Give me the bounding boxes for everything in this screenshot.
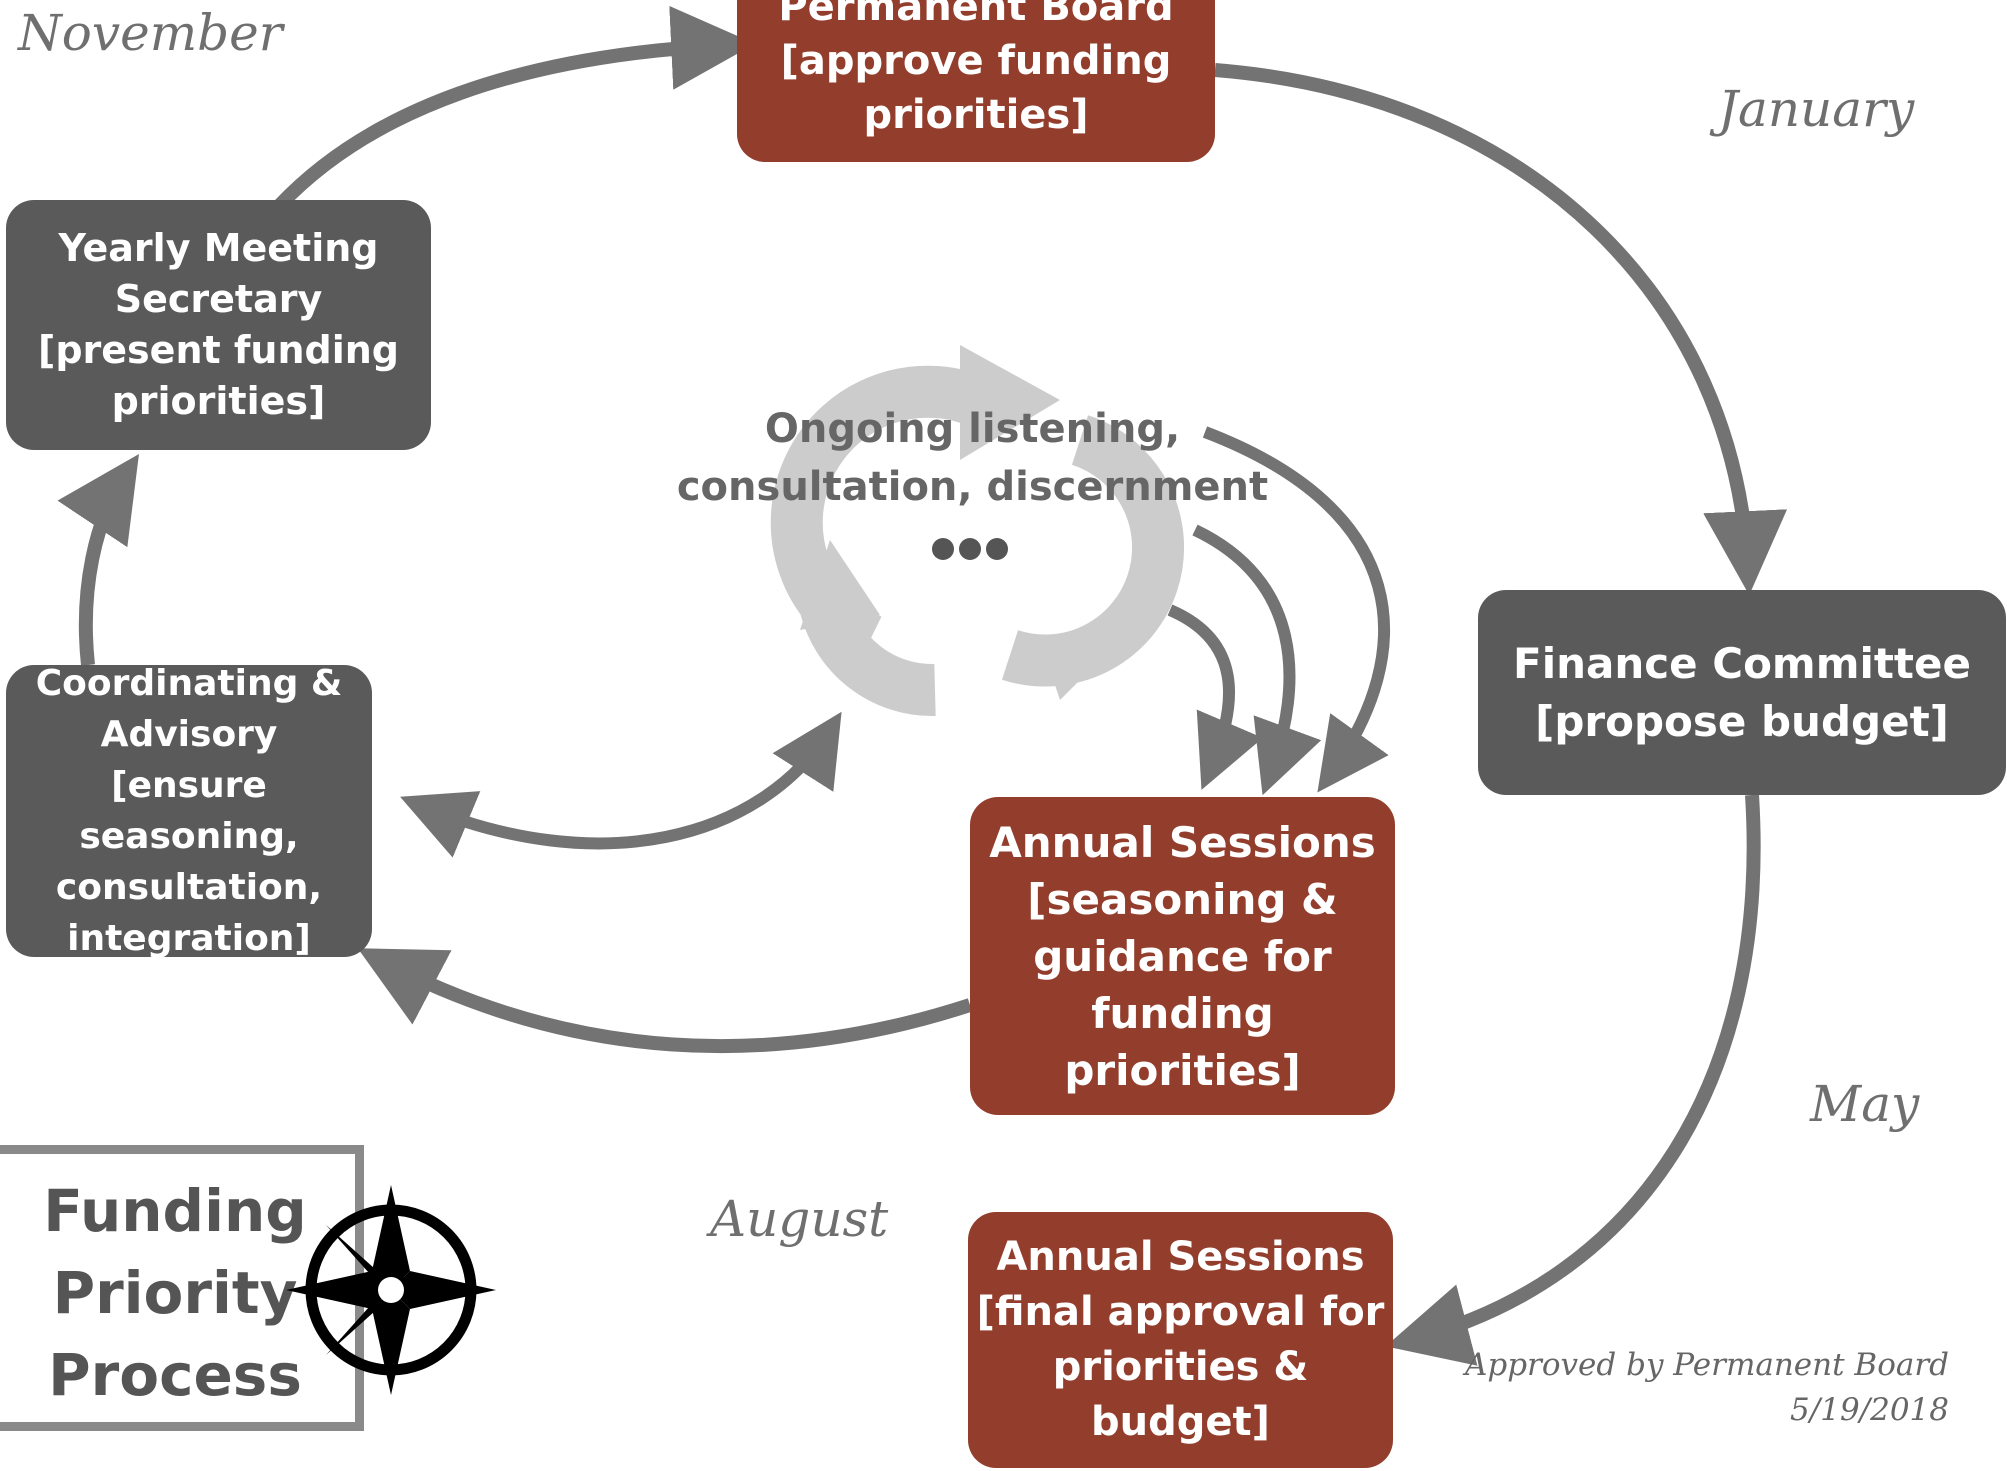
arrow-secretary-to-board xyxy=(274,5,756,210)
arrow-board-to-finance xyxy=(1214,63,1788,596)
diagram-title: Funding Priority Process xyxy=(43,1177,307,1409)
node-annual-sessions-final-label: Annual Sessions [final approval for prio… xyxy=(976,1234,1385,1445)
compass-rose-icon xyxy=(286,1185,496,1395)
node-finance-committee-label: Finance Committee [propose budget] xyxy=(1513,638,1971,746)
approval-note: Approved by Permanent Board 5/19/2018 xyxy=(1465,1343,1949,1433)
center-ongoing-text: Ongoing listening, consultation, discern… xyxy=(676,406,1269,510)
node-yearly-meeting-secretary: Yearly Meeting Secretary [present fundin… xyxy=(6,200,431,450)
month-august: August xyxy=(710,1190,889,1248)
arrow-center-to-sessions-inner xyxy=(1167,604,1263,790)
node-permanent-board: Permanent Board [approve funding priorit… xyxy=(737,0,1215,162)
node-yearly-meeting-secretary-label: Yearly Meeting Secretary [present fundin… xyxy=(37,226,400,423)
node-annual-sessions-guidance-label: Annual Sessions [seasoning & guidance fo… xyxy=(989,817,1376,1095)
month-january: January xyxy=(1718,80,1915,138)
node-permanent-board-label: Permanent Board [approve funding priorit… xyxy=(778,0,1174,138)
arrow-guidance-to-coordinating xyxy=(357,948,973,1054)
ellipsis-icon xyxy=(932,538,1008,560)
arrow-center-to-sessions-middle xyxy=(1192,524,1322,796)
node-annual-sessions-guidance: Annual Sessions [seasoning & guidance fo… xyxy=(970,797,1395,1115)
node-coordinating-advisory-label: Coordinating & Advisory [ensure seasonin… xyxy=(35,663,343,959)
arrow-center-to-sessions-outer xyxy=(1202,426,1391,793)
approval-line1: Approved by Permanent Board xyxy=(1464,1347,1949,1383)
arrow-finance-to-final xyxy=(1385,794,1761,1366)
month-may: May xyxy=(1810,1075,1920,1133)
node-finance-committee: Finance Committee [propose budget] xyxy=(1478,590,2006,795)
approval-date: 5/19/2018 xyxy=(1790,1392,1949,1428)
arrow-coordinating-to-secretary xyxy=(57,454,139,666)
recycle-arrowheads xyxy=(800,345,1140,700)
arrow-coordinating-center-both xyxy=(400,711,842,858)
node-coordinating-advisory: Coordinating & Advisory [ensure seasonin… xyxy=(6,663,372,959)
month-november: November xyxy=(18,4,283,62)
node-annual-sessions-final: Annual Sessions [final approval for prio… xyxy=(968,1212,1393,1468)
